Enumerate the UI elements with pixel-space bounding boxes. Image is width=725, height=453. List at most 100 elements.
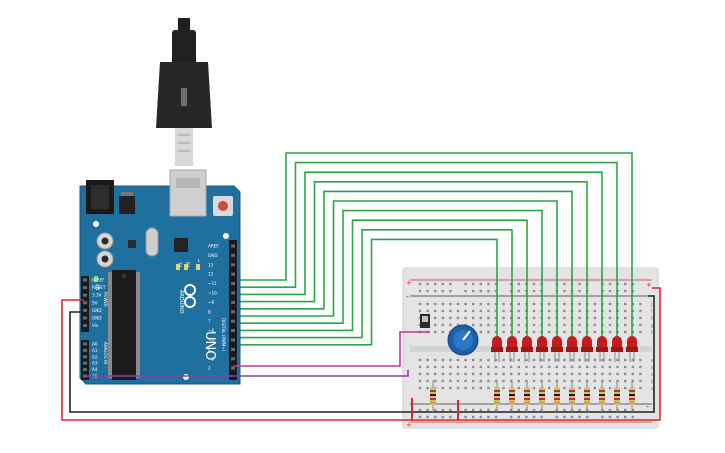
row-letter: a bbox=[651, 386, 654, 392]
breadboard-hole bbox=[624, 372, 627, 376]
breadboard-hole bbox=[517, 330, 520, 334]
breadboard-hole bbox=[464, 365, 467, 369]
green-wire bbox=[233, 219, 528, 348]
breadboard-hole bbox=[517, 365, 520, 369]
breadboard-hole bbox=[578, 386, 581, 390]
breadboard-hole bbox=[418, 386, 422, 390]
breadboard-hole bbox=[608, 358, 612, 362]
breadboard-hole bbox=[449, 379, 452, 383]
breadboard-hole bbox=[639, 372, 642, 376]
header-pin bbox=[231, 282, 235, 286]
breadboard-hole bbox=[418, 379, 422, 383]
resistor bbox=[430, 380, 436, 412]
breadboard-hole bbox=[456, 309, 460, 313]
rail-hole bbox=[601, 415, 604, 419]
breadboard-hole bbox=[532, 365, 536, 369]
power-pin-label: 3.3V bbox=[92, 293, 102, 298]
breadboard-hole bbox=[593, 379, 596, 383]
breadboard-hole bbox=[563, 330, 566, 334]
arduino-brand-text: ARDUINO bbox=[178, 290, 184, 314]
breadboard-hole bbox=[472, 372, 475, 376]
breadboard-hole bbox=[563, 316, 566, 320]
led bbox=[566, 336, 578, 362]
breadboard-hole bbox=[532, 379, 536, 383]
led bbox=[536, 336, 548, 362]
breadboard-hole bbox=[502, 379, 505, 383]
analog-pin-label: A0 bbox=[92, 342, 98, 347]
breadboard-hole bbox=[608, 302, 612, 306]
breadboard-hole bbox=[456, 323, 460, 327]
rail-plus-label-right: + bbox=[646, 281, 652, 289]
rail-hole bbox=[532, 415, 536, 419]
rail-hole bbox=[517, 415, 520, 419]
breadboard-hole bbox=[456, 386, 460, 390]
power-pin-label: 5V bbox=[92, 300, 98, 305]
green-wires bbox=[233, 152, 633, 348]
breadboard-hole bbox=[464, 386, 467, 390]
rail-hole bbox=[487, 408, 490, 412]
breadboard-hole bbox=[494, 316, 498, 320]
header-pin bbox=[231, 300, 235, 304]
arduino-logo bbox=[184, 284, 196, 308]
rail-hole bbox=[608, 408, 612, 412]
header-pin bbox=[83, 361, 87, 365]
breadboard-hole bbox=[624, 316, 627, 320]
breadboard-hole bbox=[548, 358, 551, 362]
rail-hole bbox=[624, 415, 627, 419]
power-wires bbox=[61, 287, 661, 421]
header-pin bbox=[83, 355, 87, 359]
l-led-label: L bbox=[198, 258, 201, 263]
rail-hole bbox=[441, 282, 444, 286]
breadboard-hole bbox=[608, 309, 612, 313]
rail-hole bbox=[418, 282, 422, 286]
breadboard-hole bbox=[608, 386, 612, 390]
header-pin bbox=[231, 244, 235, 248]
breadboard-hole bbox=[479, 365, 482, 369]
header-pin bbox=[83, 368, 87, 372]
digital-pin-label: ~10 bbox=[208, 291, 217, 296]
breadboard-hole bbox=[502, 358, 505, 362]
analog-pin-label: A3 bbox=[92, 361, 98, 366]
header-pin bbox=[83, 308, 87, 312]
breadboard-hole bbox=[418, 302, 422, 306]
green-wire bbox=[233, 181, 588, 348]
breadboard-hole bbox=[479, 323, 482, 327]
breadboard-hole bbox=[464, 379, 467, 383]
green-wire bbox=[233, 190, 573, 348]
breadboard-hole bbox=[502, 309, 505, 313]
rail-hole bbox=[434, 408, 437, 412]
breadboard-hole bbox=[434, 358, 437, 362]
breadboard-hole bbox=[434, 323, 437, 327]
row-letter: h bbox=[651, 316, 654, 322]
breadboard-hole bbox=[441, 372, 444, 376]
arduino-uno: UNO ARDUINO DIGITAL (PWM~) POWER ANALOG … bbox=[79, 169, 241, 385]
led bbox=[596, 336, 608, 362]
breadboard-hole bbox=[578, 379, 581, 383]
breadboard-hole bbox=[631, 365, 634, 369]
breadboard-hole bbox=[479, 386, 482, 390]
rail-hole bbox=[510, 415, 513, 419]
led bbox=[491, 336, 503, 362]
rail-hole bbox=[479, 289, 482, 293]
breadboard-hole bbox=[510, 365, 513, 369]
breadboard-hole bbox=[525, 365, 528, 369]
breadboard-hole bbox=[418, 372, 422, 376]
breadboard-hole bbox=[631, 379, 634, 383]
row-letter: f bbox=[651, 330, 653, 336]
rail-hole bbox=[418, 415, 422, 419]
breadboard-hole bbox=[456, 365, 460, 369]
breadboard-hole bbox=[426, 309, 429, 313]
breadboard-hole bbox=[563, 323, 566, 327]
digital-pin-label: 12 bbox=[208, 272, 214, 277]
breadboard-hole bbox=[517, 302, 520, 306]
breadboard-hole bbox=[479, 379, 482, 383]
breadboard-hole bbox=[449, 372, 452, 376]
breadboard-hole bbox=[418, 309, 422, 313]
rail-hole bbox=[464, 408, 467, 412]
breadboard-hole bbox=[608, 316, 612, 320]
rail-hole bbox=[532, 408, 536, 412]
header-pin bbox=[231, 319, 235, 323]
green-wire bbox=[233, 200, 558, 348]
green-wire bbox=[233, 171, 603, 348]
resistor bbox=[614, 380, 620, 412]
